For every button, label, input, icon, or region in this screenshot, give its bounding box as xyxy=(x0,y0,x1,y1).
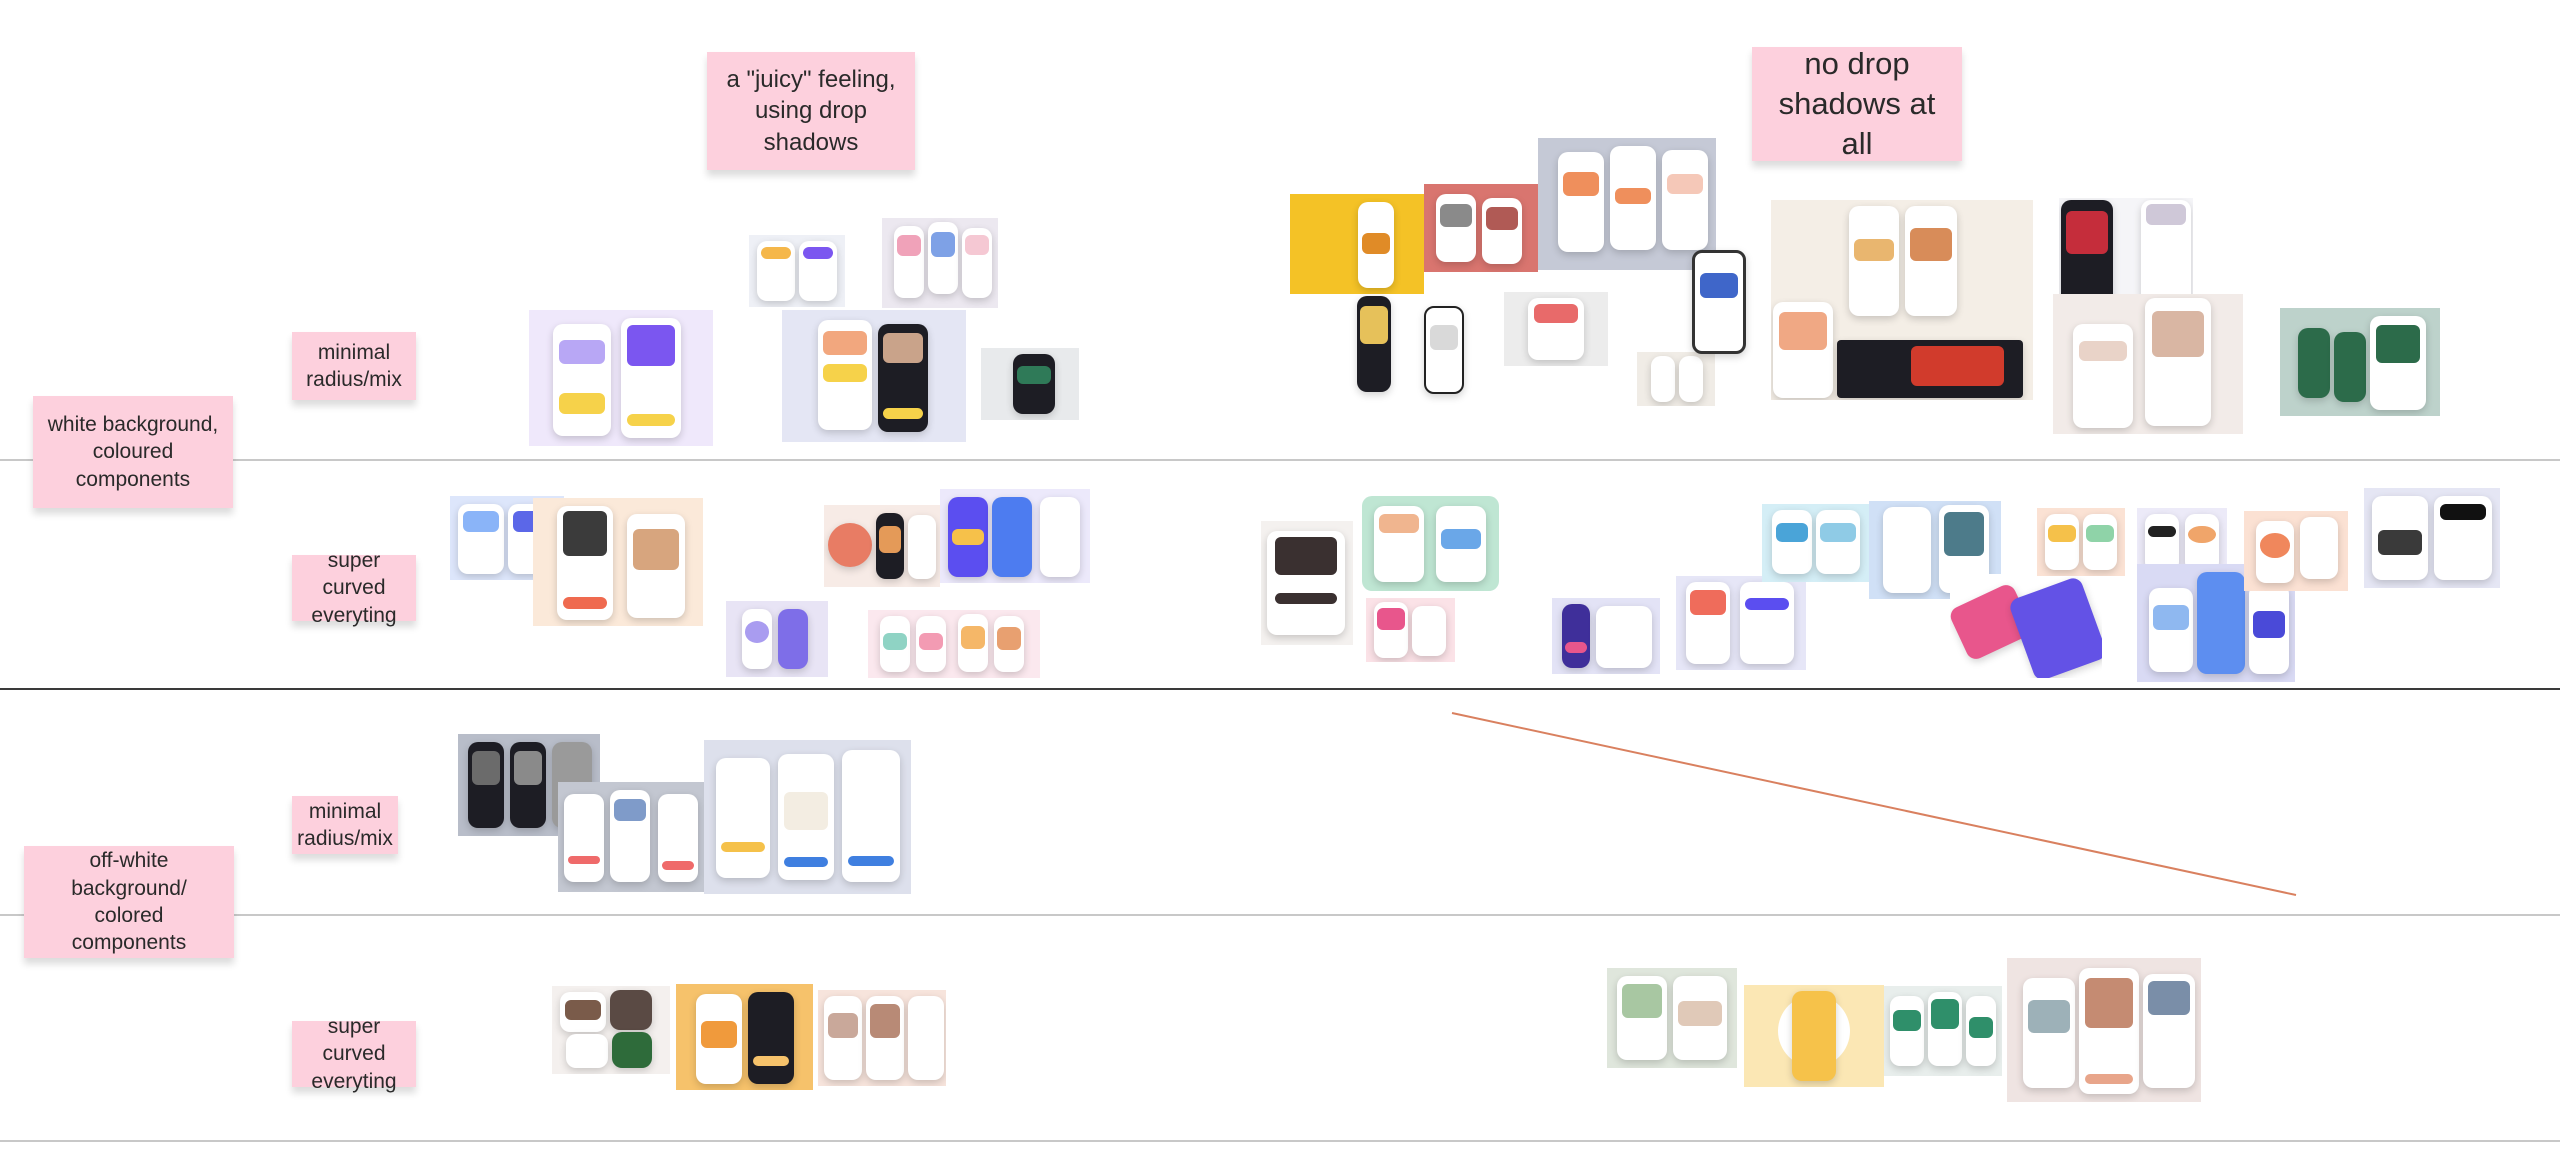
row-divider-2 xyxy=(0,914,2560,916)
mockup-thumbnail[interactable] xyxy=(1771,200,2033,400)
sticky-note-row-super-curved-1[interactable]: super curved everyting xyxy=(292,549,416,627)
mockup-thumbnail[interactable] xyxy=(782,310,966,442)
mockup-thumbnail[interactable] xyxy=(981,348,1079,420)
sticky-note-juicy-header[interactable]: a "juicy" feeling, using drop shadows xyxy=(707,52,915,170)
mockup-thumbnail[interactable] xyxy=(533,498,703,626)
mockup-thumbnail[interactable] xyxy=(2037,508,2125,576)
sticky-note-row-minimal-radius-2[interactable]: minimal radius/mix xyxy=(292,796,398,854)
mockup-thumbnail[interactable] xyxy=(2364,488,2500,588)
sticky-note-no-shadows-header[interactable]: no drop shadows at all xyxy=(1752,46,1962,161)
mockup-thumbnail[interactable] xyxy=(818,990,946,1086)
mockup-thumbnail[interactable] xyxy=(2280,308,2440,416)
mockup-thumbnail[interactable] xyxy=(868,610,1040,678)
mockup-thumbnail[interactable] xyxy=(704,740,911,894)
mockup-thumbnail[interactable] xyxy=(1261,521,1353,645)
mockup-thumbnail[interactable] xyxy=(1362,496,1499,591)
sticky-note-group-white-background[interactable]: white background, coloured components xyxy=(33,396,233,508)
mockup-thumbnail[interactable] xyxy=(1607,968,1737,1068)
mockup-thumbnail[interactable] xyxy=(1290,194,1424,294)
mockup-thumbnail[interactable] xyxy=(2053,294,2243,434)
mockup-thumbnail[interactable] xyxy=(1504,292,1608,366)
mockup-thumbnail[interactable] xyxy=(1744,985,1884,1087)
mockup-thumbnail[interactable] xyxy=(552,986,670,1074)
mockup-thumbnail[interactable] xyxy=(940,489,1090,583)
mockup-thumbnail[interactable] xyxy=(2007,958,2201,1102)
mockup-thumbnail[interactable] xyxy=(1692,250,1746,354)
row-divider-1 xyxy=(0,459,2560,461)
sticky-note-row-super-curved-2[interactable]: super curved everyting xyxy=(292,1015,416,1093)
mockup-thumbnail[interactable] xyxy=(1762,504,1869,582)
mockup-thumbnail[interactable] xyxy=(1884,986,2002,1076)
mockup-thumbnail[interactable] xyxy=(1869,501,2001,599)
group-divider xyxy=(0,688,2560,690)
mockup-thumbnail[interactable] xyxy=(1424,184,1538,272)
mockup-thumbnail[interactable] xyxy=(1366,598,1455,662)
mockup-thumbnail[interactable] xyxy=(726,601,828,677)
mockup-thumbnail[interactable] xyxy=(1676,576,1806,670)
sticky-note-group-off-white-background[interactable]: off-white background/ colored components xyxy=(24,846,234,958)
mockup-thumbnail[interactable] xyxy=(1424,306,1464,394)
mockup-thumbnail[interactable] xyxy=(1950,574,2102,678)
mockup-thumbnail[interactable] xyxy=(1552,598,1660,674)
mockup-thumbnail[interactable] xyxy=(2244,511,2348,591)
mockup-thumbnail[interactable] xyxy=(558,782,708,892)
mockup-thumbnail[interactable] xyxy=(882,218,998,308)
mockup-thumbnail[interactable] xyxy=(749,235,845,307)
mockup-thumbnail[interactable] xyxy=(676,984,813,1090)
mockup-thumbnail[interactable] xyxy=(1538,138,1716,270)
sticky-note-row-minimal-radius-1[interactable]: minimal radius/mix xyxy=(292,332,416,400)
mockup-thumbnail[interactable] xyxy=(824,505,940,587)
row-divider-3 xyxy=(0,1140,2560,1142)
mockup-thumbnail[interactable] xyxy=(1357,296,1391,392)
mockup-thumbnail[interactable] xyxy=(529,310,713,446)
mockup-thumbnail[interactable] xyxy=(2059,198,2193,312)
mockup-thumbnail[interactable] xyxy=(1637,352,1715,406)
